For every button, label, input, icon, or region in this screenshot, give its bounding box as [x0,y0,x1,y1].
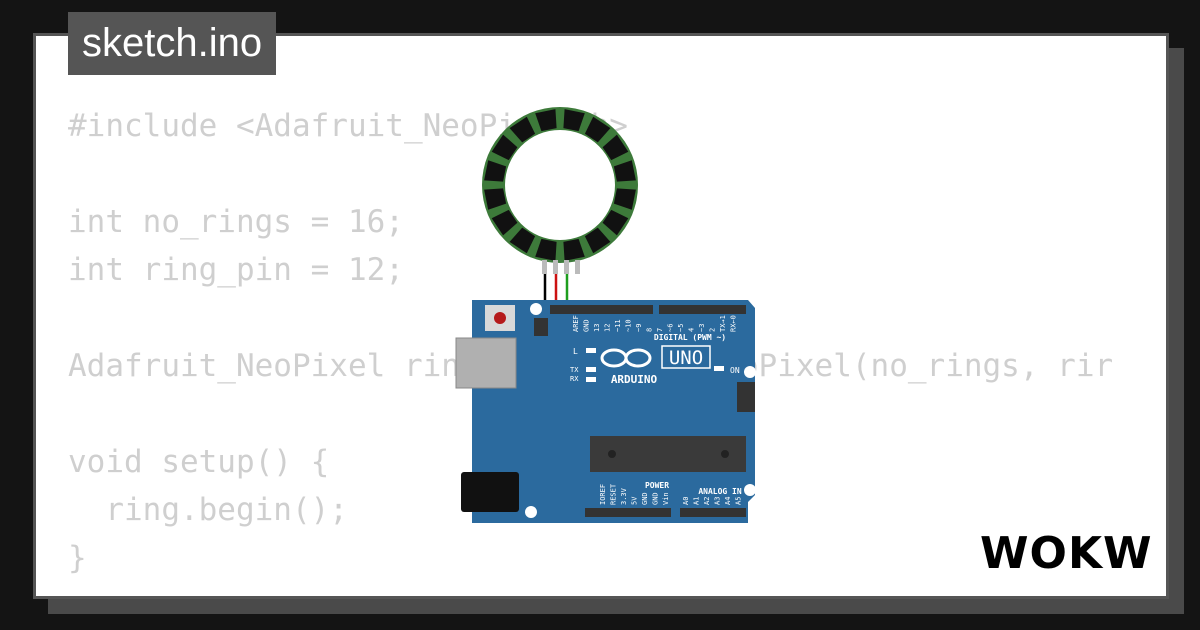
pin-label: A2 [703,497,711,505]
usb-port [455,337,517,389]
digital-header-left [550,305,653,314]
ring-led [602,134,629,161]
board-brand-label: ARDUINO [611,373,658,386]
l-led-label: L [573,347,578,356]
power-jack [461,472,519,512]
on-led-label: ON [730,366,740,375]
digital-header-right [659,305,746,314]
pin-label: A3 [714,497,722,505]
pin-label: 3.3V [620,487,628,505]
pin-label: A0 [682,497,690,505]
rx-led-label: RX [570,375,579,383]
wokwi-logo-text: WOKWi [980,528,1152,576]
ring-led [584,116,611,143]
arduino-logo-icon [600,348,652,368]
wokwi-logo[interactable]: WOKWi [976,528,1152,576]
pin-label: A1 [693,497,701,505]
pin-label: ~10 [625,319,633,332]
pin-label: 2 [709,328,717,332]
ring-led [509,116,536,143]
ring-led [484,160,507,182]
pin-label: GND [641,492,649,505]
ring-led [613,188,636,210]
pin-label: RESET [610,483,618,505]
analog-label: ANALOG IN [698,487,742,496]
ring-led [491,134,518,161]
ring-led [602,209,629,236]
pin-label: ~9 [635,324,643,332]
file-title-tab: sketch.ino [68,12,277,75]
pin-label: 5V [631,496,639,505]
ring-led [491,209,518,236]
circuit-diagram: UNO ARDUINO DIGITAL (PWM ~) ANALOG IN PO… [455,107,756,523]
pin-label: A4 [724,497,732,505]
board-model-label: UNO [669,347,703,369]
tx-led-label: TX [570,366,579,374]
pin-label: 13 [593,324,601,332]
pin-label: 8 [646,328,654,332]
pin-label: TX→1 [719,315,727,332]
pin-label: Vin [662,492,670,505]
ring-led [509,227,536,254]
ring-led [563,109,585,132]
code-line: int no_rings = 16; [68,204,404,240]
power-label: POWER [645,481,669,490]
power-header [585,508,671,517]
code-line: int ring_pin = 12; [68,252,404,288]
arduino-uno-board: UNO ARDUINO DIGITAL (PWM ~) ANALOG IN PO… [455,300,756,523]
pin-label: GND [583,319,591,332]
pin-label: ~11 [614,319,622,332]
neopixel-ring [482,107,638,263]
code-line: } [68,540,87,576]
ring-led [484,188,507,210]
analog-header [680,508,746,517]
pin-label: ~5 [677,324,685,332]
pin-label: 7 [656,328,664,332]
pin-label: GND [652,492,660,505]
pin-label: IOREF [599,484,607,505]
ring-led [584,227,611,254]
reset-button [494,312,506,324]
pin-label: A5 [735,497,743,505]
pin-label: AREF [572,315,580,332]
pin-label: ~3 [698,324,706,332]
code-line: ring.begin(); [68,492,348,528]
code-line: void setup() { [68,444,330,480]
ring-led [535,238,557,261]
digital-label: DIGITAL (PWM ~) [654,333,726,342]
pin-label: RX←0 [730,315,738,332]
pin-label: ~6 [667,324,675,332]
ring-led [613,160,636,182]
ring-led [535,109,557,132]
pin-label: 12 [604,324,612,332]
pin-label: 4 [688,328,696,332]
ring-led [563,238,585,261]
